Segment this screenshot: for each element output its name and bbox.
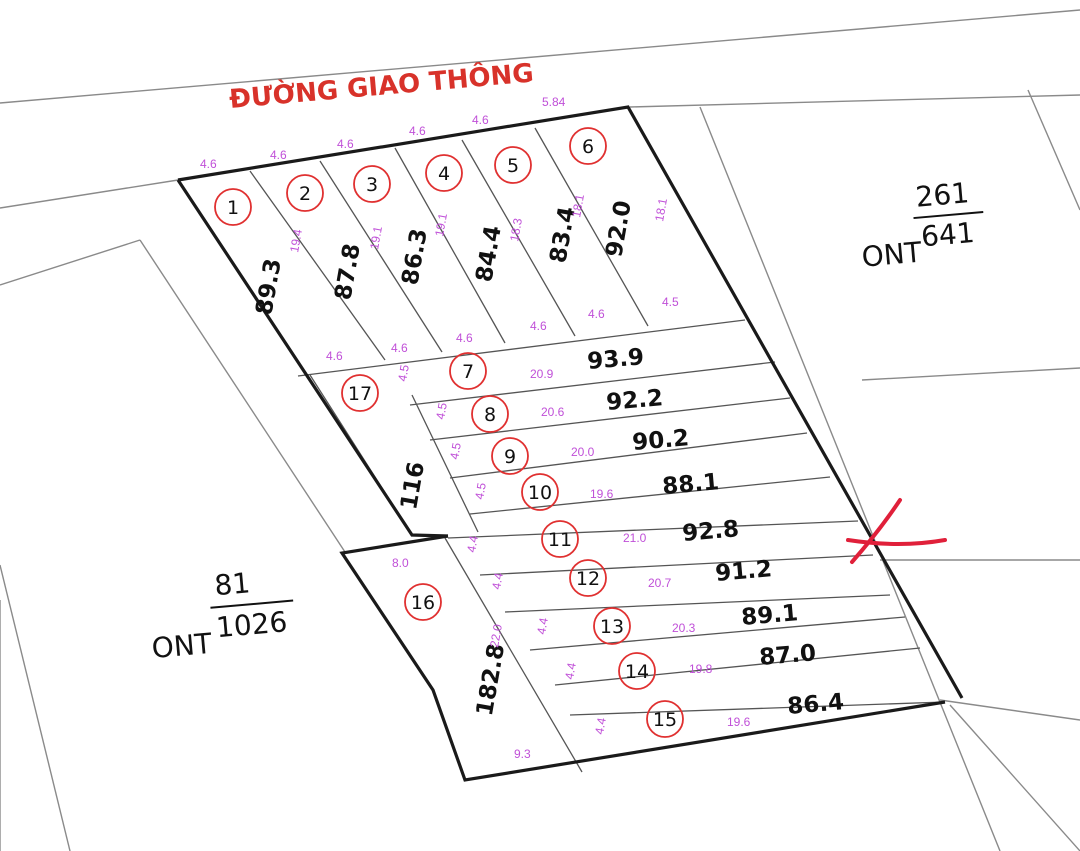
- neighbor-boundaries: [0, 9, 1080, 851]
- lot-markers: [214, 127, 684, 738]
- svg-text:ONT: ONT: [860, 235, 924, 273]
- svg-text:15: 15: [653, 709, 677, 731]
- svg-text:116: 116: [396, 460, 430, 512]
- svg-text:13: 13: [600, 616, 624, 638]
- svg-text:20.9: 20.9: [530, 367, 554, 381]
- svg-text:ONT: ONT: [150, 627, 214, 665]
- svg-text:6: 6: [582, 136, 594, 158]
- svg-text:21.0: 21.0: [623, 531, 647, 545]
- svg-text:5.84: 5.84: [542, 95, 566, 109]
- svg-text:19.6: 19.6: [727, 715, 751, 729]
- parcel-ont-81: ONT 81 1026: [150, 566, 294, 665]
- svg-text:19.4: 19.4: [287, 228, 305, 254]
- svg-text:4.4: 4.4: [562, 661, 579, 680]
- svg-text:86.3: 86.3: [397, 227, 432, 287]
- svg-text:261: 261: [914, 176, 970, 214]
- svg-text:87.8: 87.8: [330, 242, 365, 302]
- svg-text:20.6: 20.6: [541, 405, 565, 419]
- svg-text:4.6: 4.6: [270, 148, 287, 162]
- svg-text:14: 14: [625, 661, 649, 683]
- svg-text:4.5: 4.5: [395, 363, 412, 382]
- svg-text:17: 17: [348, 383, 372, 405]
- svg-text:4.6: 4.6: [530, 319, 547, 333]
- svg-text:19.8: 19.8: [689, 662, 713, 676]
- svg-text:91.2: 91.2: [714, 556, 773, 587]
- svg-text:2: 2: [299, 183, 311, 205]
- svg-text:4.4: 4.4: [464, 534, 481, 553]
- svg-text:9: 9: [504, 446, 516, 468]
- svg-text:4.6: 4.6: [326, 349, 343, 363]
- svg-text:92.0: 92.0: [601, 199, 636, 259]
- svg-text:8: 8: [484, 404, 496, 426]
- svg-text:18.1: 18.1: [569, 193, 587, 219]
- svg-text:4.6: 4.6: [409, 124, 426, 138]
- svg-text:88.1: 88.1: [661, 469, 720, 500]
- svg-text:182.8: 182.8: [472, 642, 510, 718]
- svg-text:12: 12: [576, 568, 600, 590]
- svg-text:3: 3: [366, 174, 378, 196]
- svg-text:81: 81: [213, 566, 251, 602]
- svg-text:18.3: 18.3: [507, 217, 525, 243]
- svg-text:20.7: 20.7: [648, 576, 672, 590]
- svg-text:4.5: 4.5: [662, 295, 679, 309]
- svg-text:4.6: 4.6: [200, 157, 217, 171]
- lot-number-labels: 1 2 3 4 5 6 7 8 9 10 11 12 13 14 15 16 1…: [227, 136, 677, 731]
- svg-text:93.9: 93.9: [586, 344, 645, 375]
- svg-text:8.0: 8.0: [392, 556, 409, 570]
- svg-text:87.0: 87.0: [758, 640, 817, 671]
- svg-text:4.4: 4.4: [489, 571, 506, 590]
- svg-text:4.6: 4.6: [588, 307, 605, 321]
- svg-text:10: 10: [528, 482, 552, 504]
- svg-text:4: 4: [438, 163, 450, 185]
- svg-text:20.0: 20.0: [571, 445, 595, 459]
- svg-text:4.4: 4.4: [592, 716, 609, 735]
- svg-text:4.5: 4.5: [472, 481, 489, 500]
- svg-text:5: 5: [507, 155, 519, 177]
- svg-text:4.4: 4.4: [534, 616, 551, 635]
- svg-text:4.6: 4.6: [472, 113, 489, 127]
- svg-text:19.6: 19.6: [590, 487, 614, 501]
- svg-text:89.1: 89.1: [740, 600, 799, 631]
- svg-text:1026: 1026: [215, 605, 289, 644]
- parcel-ont-261: ONT 261 641: [860, 176, 984, 274]
- svg-text:22.0: 22.0: [487, 623, 505, 649]
- svg-text:641: 641: [920, 216, 976, 254]
- svg-text:19.1: 19.1: [367, 225, 385, 251]
- svg-text:16: 16: [411, 592, 435, 614]
- svg-text:4.5: 4.5: [447, 441, 464, 460]
- svg-text:4.6: 4.6: [456, 331, 473, 345]
- svg-text:4.6: 4.6: [391, 341, 408, 355]
- svg-text:89.3: 89.3: [251, 257, 286, 317]
- svg-text:84.4: 84.4: [471, 224, 506, 284]
- svg-text:18.1: 18.1: [652, 197, 670, 223]
- svg-text:1: 1: [227, 197, 239, 219]
- subdivision-outline: [176, 105, 964, 782]
- svg-text:92.8: 92.8: [681, 516, 740, 547]
- svg-text:86.4: 86.4: [786, 689, 845, 720]
- dimension-labels: 4.6 4.6 4.6 4.6 4.6 5.84 19.4 19.1 19.1 …: [200, 95, 751, 761]
- svg-text:9.3: 9.3: [514, 747, 531, 761]
- road-label: ĐƯỜNG GIAO THÔNG: [228, 56, 535, 114]
- svg-text:92.2: 92.2: [605, 385, 664, 416]
- svg-text:19.1: 19.1: [432, 212, 450, 238]
- svg-text:11: 11: [548, 529, 572, 551]
- svg-text:4.5: 4.5: [433, 401, 450, 420]
- red-mark: [846, 498, 947, 564]
- svg-text:4.6: 4.6: [337, 137, 354, 151]
- svg-text:20.3: 20.3: [672, 621, 696, 635]
- svg-text:90.2: 90.2: [631, 425, 690, 456]
- area-labels-top: 89.3 87.8 86.3 84.4 83.4 92.0: [251, 199, 636, 317]
- svg-text:7: 7: [462, 361, 474, 383]
